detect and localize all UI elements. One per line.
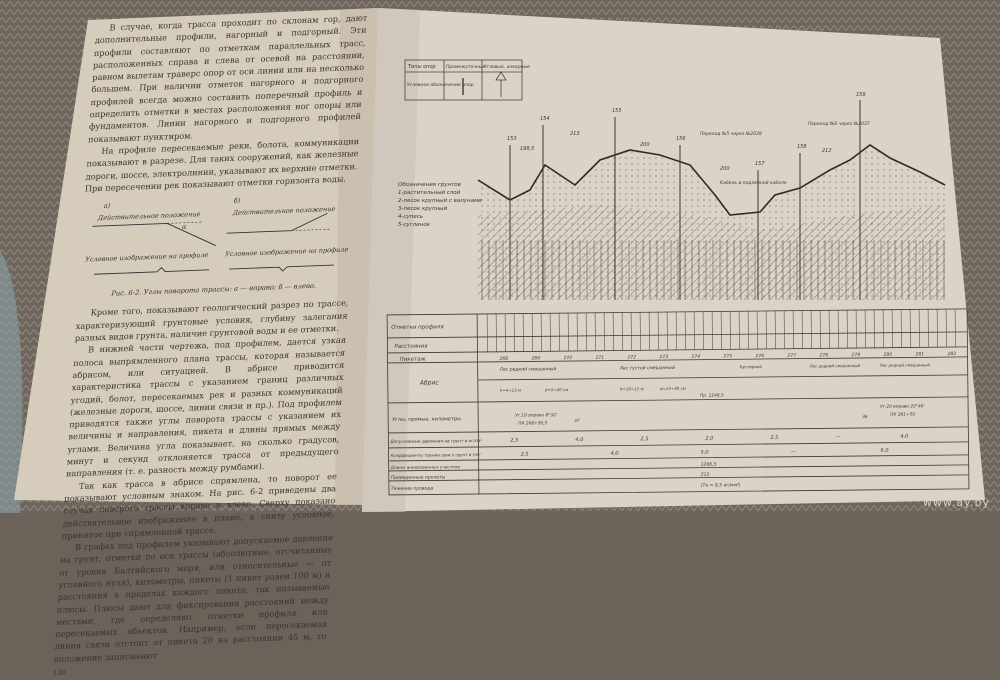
abris-note: Лес редкий смешанный bbox=[499, 366, 557, 373]
tower-number: 159 bbox=[856, 92, 866, 98]
abris-note: h=4÷13 м bbox=[500, 388, 521, 393]
legend-col-types: Типы опор bbox=[408, 64, 436, 70]
abris-note: Лес редкий смешанный bbox=[809, 363, 861, 369]
row-label-tension: Тяжение провода bbox=[391, 485, 433, 491]
span-length: 213 bbox=[570, 131, 580, 137]
angle-note: Уг.20 вправо 20°46' bbox=[880, 403, 925, 409]
friction-value: — bbox=[791, 449, 796, 455]
picket-label: 278 bbox=[820, 352, 829, 358]
soil-legend-title: Обозначения грунтов bbox=[398, 182, 461, 188]
angle-note: Уг.19 вправо 8°32' bbox=[515, 412, 557, 418]
angle-note: ПК 268+56,5 bbox=[518, 420, 547, 426]
pressure-value: 2,5 bbox=[510, 438, 518, 444]
soil-legend-item: 5-суглинок bbox=[398, 222, 431, 228]
abris-note: d=15÷30 см bbox=[660, 386, 686, 391]
legend-row-label: Условное обозначение опор bbox=[407, 82, 474, 88]
picket-label: 281 bbox=[916, 351, 925, 357]
picket-label: 274 bbox=[692, 354, 701, 360]
angle-number: 36 bbox=[862, 414, 868, 420]
abris-note: d=5÷20 см bbox=[545, 387, 568, 392]
crossing-note: Кабель в подземной кабеле bbox=[720, 180, 787, 186]
soil-legend-item: 3-песок крупный bbox=[398, 206, 448, 212]
tower-number: 154 bbox=[540, 116, 550, 122]
picket-label: 279 bbox=[852, 352, 861, 358]
row-label-abris: Абрис bbox=[419, 379, 440, 386]
picket-label: 275 bbox=[724, 353, 733, 359]
friction-value: 4,0 bbox=[611, 451, 619, 457]
legend-col-intermediate: Промежуточные bbox=[446, 64, 485, 70]
pressure-value: 4,0 bbox=[900, 434, 908, 440]
pressure-value: — bbox=[835, 434, 840, 440]
picket-label: 270 bbox=[564, 355, 573, 361]
tower-number: 158 bbox=[797, 144, 807, 150]
span-length: 200 bbox=[640, 142, 650, 148]
picket-label: 268 bbox=[500, 356, 509, 362]
pressure-value: 2,0 bbox=[705, 436, 713, 442]
abris-note: Кустарник bbox=[740, 364, 763, 369]
picket-label: 280 bbox=[884, 352, 893, 358]
pressure-value: 2,5 bbox=[770, 435, 778, 441]
anchored-length: 1266,5 bbox=[701, 462, 717, 468]
soil-legend-item: 4-супесь bbox=[398, 214, 423, 220]
row-label-pressure: Допускаемые давления на грунт в кг/см² bbox=[389, 438, 482, 444]
abris-note: h=10÷15 м bbox=[620, 386, 644, 391]
abris-note: Лес редкий смешанный bbox=[879, 362, 931, 368]
friction-value: 6,0 bbox=[881, 448, 889, 454]
friction-value: 5,0 bbox=[701, 450, 709, 456]
picket-label: 271 bbox=[596, 355, 605, 361]
picket-label: 282 bbox=[948, 351, 957, 357]
pressure-value: 4,0 bbox=[575, 437, 583, 443]
soil-legend-item: 1-растительный слой bbox=[398, 190, 461, 196]
span-length: 212 bbox=[822, 148, 832, 154]
paragraph: В графах под профилем указывают допускае… bbox=[53, 531, 333, 665]
row-label-distances: Расстояния bbox=[394, 344, 428, 350]
tower-number: 155 bbox=[612, 108, 622, 114]
friction-value: 2,5 bbox=[521, 451, 529, 457]
row-label-profile-marks: Отметки профиля bbox=[391, 324, 444, 331]
tower-number: 156 bbox=[676, 136, 686, 142]
picket-label: 276 bbox=[756, 353, 765, 359]
angle-number: 37 bbox=[574, 418, 580, 424]
angle-note: ПК 281+50 bbox=[890, 411, 915, 417]
watermark: www.ay.by bbox=[923, 496, 990, 509]
picket-label: 277 bbox=[788, 353, 797, 359]
picket-label: 269 bbox=[532, 355, 541, 361]
span-length: 200 bbox=[720, 166, 730, 172]
row-label-angles: Углы, прямые, километры bbox=[392, 416, 461, 423]
picket-label: 273 bbox=[660, 354, 669, 360]
tower-number: 153 bbox=[507, 136, 517, 142]
row-label-spans: Приведенные пролеты bbox=[391, 474, 446, 481]
reduced-span: 212 bbox=[701, 472, 710, 478]
right-page-labels: Типы опор Промежуточные Угловые, анкерны… bbox=[0, 0, 1000, 513]
row-label-friction: Коэффициенты трения сваи о грунт в т/м² bbox=[391, 452, 481, 458]
soil-legend-item: 2-песок крупный с валунами bbox=[398, 198, 482, 204]
tower-number: 157 bbox=[755, 161, 765, 167]
row-label-picketage: Пикетаж bbox=[400, 357, 426, 363]
span-length: 198,5 bbox=[520, 146, 534, 152]
pressure-value: 2,5 bbox=[640, 436, 648, 442]
straight-length: Пр. 1248,5 bbox=[700, 392, 724, 398]
crossing-note: Переход №5 через №2038 bbox=[700, 131, 762, 137]
legend-col-angle: Угловые, анкерные bbox=[484, 64, 530, 70]
picket-label: 272 bbox=[628, 354, 637, 360]
crossing-note: Переход №6 через №2037 bbox=[808, 121, 870, 127]
abris-note: Лес густой смешанный bbox=[619, 365, 675, 372]
row-label-anchor-length: Длины анкерованных участков bbox=[390, 464, 461, 470]
wire-tension: (Tн = 8,5 кг/мм²) bbox=[701, 482, 741, 488]
